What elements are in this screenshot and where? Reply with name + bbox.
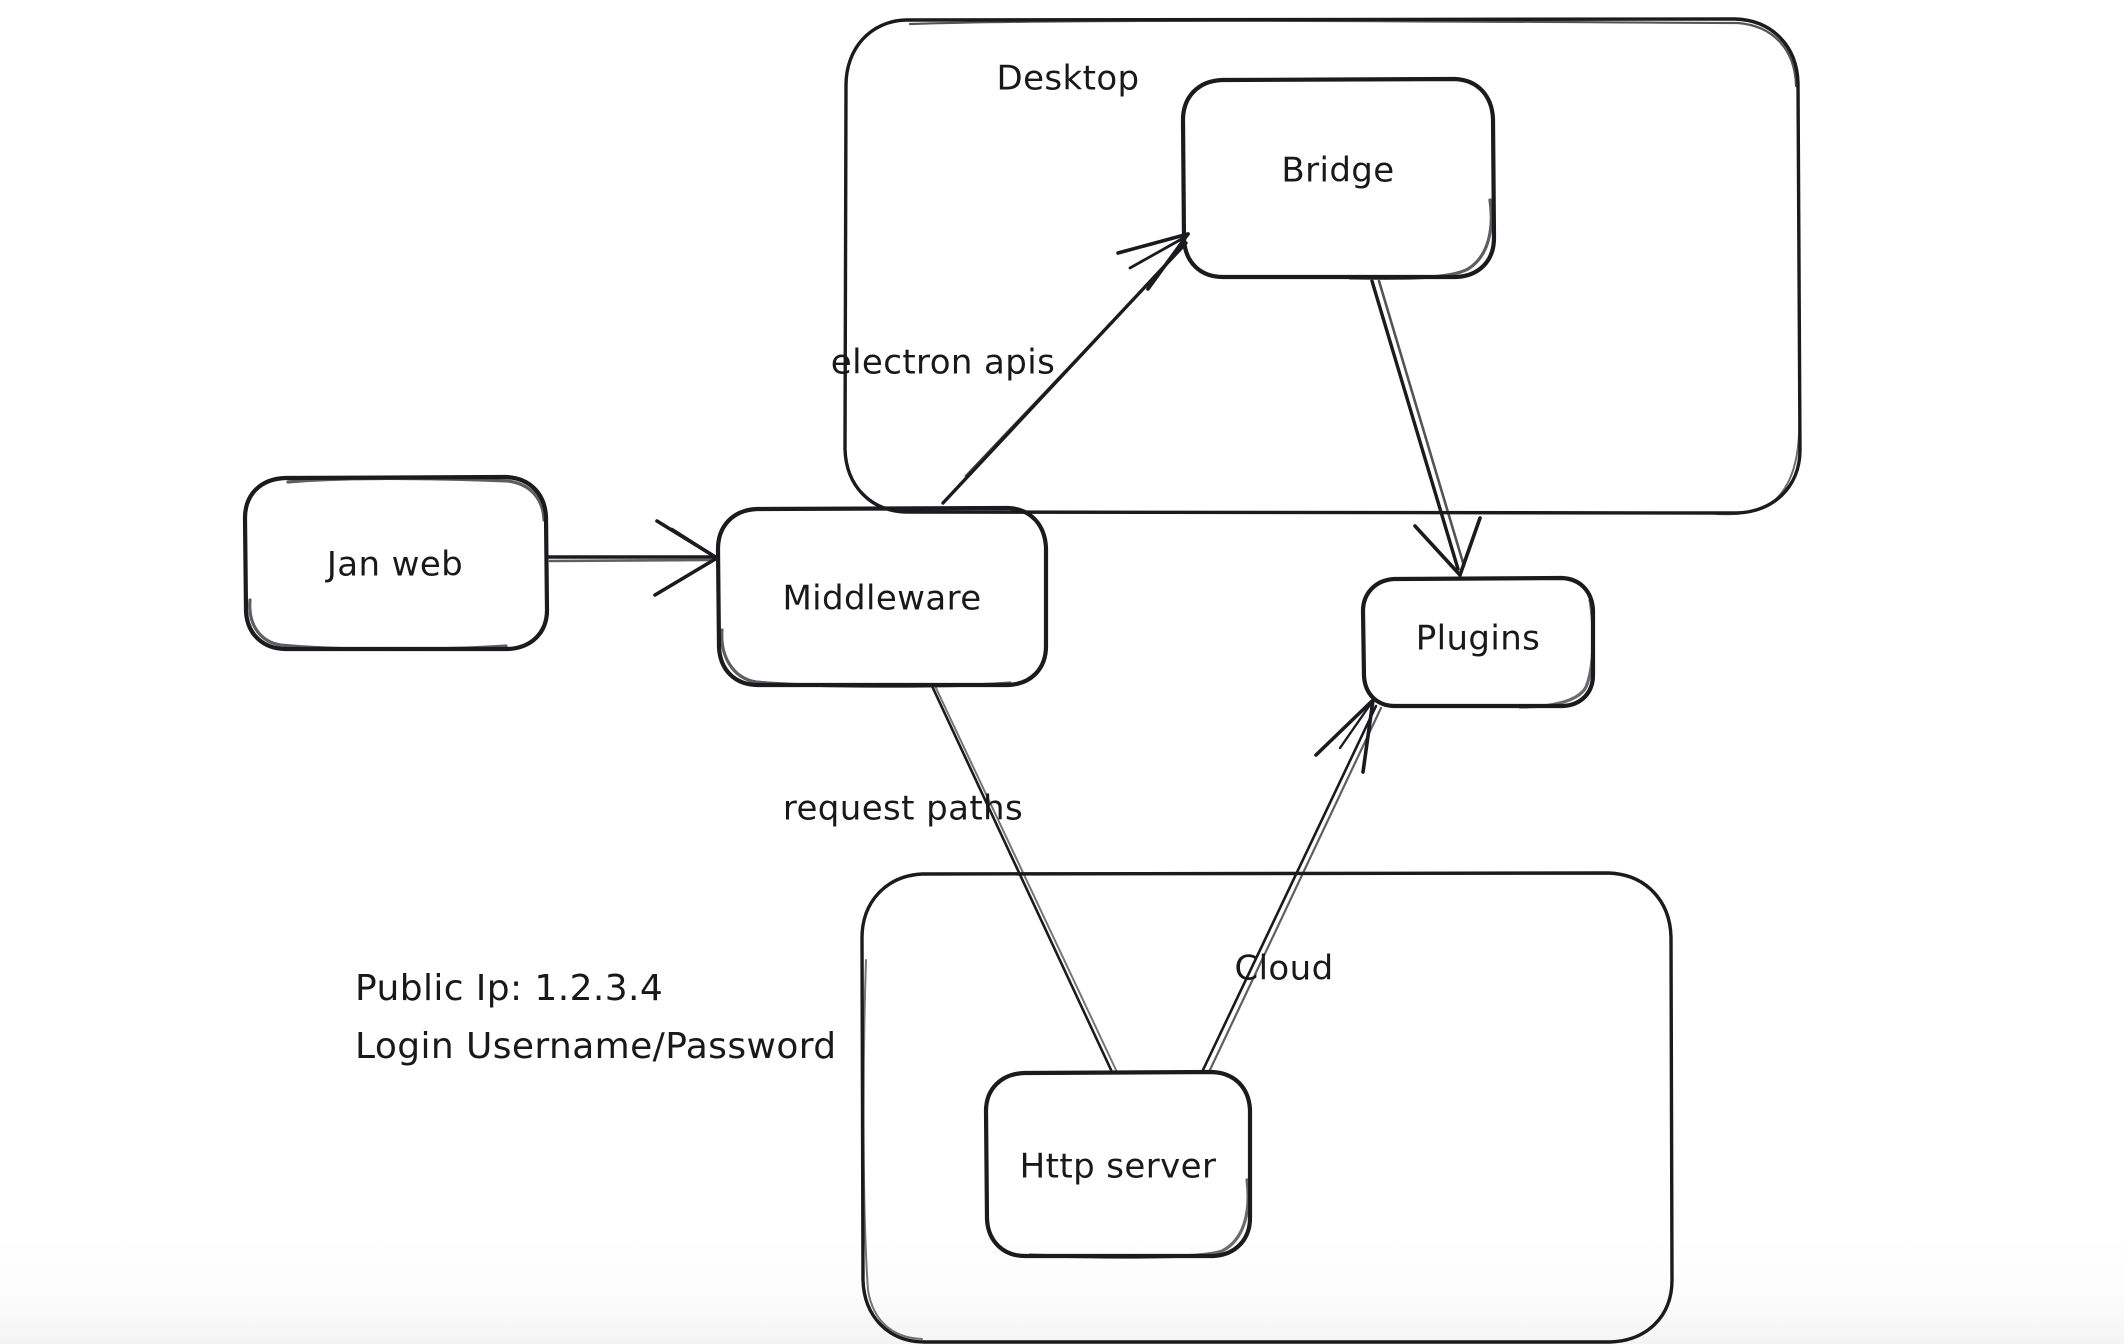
http-server-box-overstroke	[1028, 1178, 1250, 1259]
note-login-credentials: Login Username/Password	[355, 1026, 837, 1067]
arrowhead-left	[1413, 524, 1462, 577]
arrowhead-lower	[653, 556, 719, 597]
note-block[interactable]: Public Ip: 1.2.3.4 Login Username/Passwo…	[355, 968, 837, 1067]
node-label-plugins: Plugins	[1416, 619, 1541, 659]
edge-middleware-to-bridge[interactable]: electron apis	[831, 232, 1190, 505]
edge-line	[1370, 279, 1460, 571]
note-public-ip: Public Ip: 1.2.3.4	[355, 968, 663, 1009]
edge-jan-web-to-middleware[interactable]	[546, 519, 719, 597]
desktop-container-border	[843, 17, 1802, 515]
edge-http-server-to-plugins[interactable]: Cloud	[1201, 698, 1383, 1074]
node-label-middleware: Middleware	[782, 579, 981, 619]
bridge-box-overstroke	[1348, 198, 1493, 281]
group-server-zone[interactable]	[860, 871, 1674, 1344]
node-http-server[interactable]: Http server	[983, 1069, 1253, 1259]
edge-line	[1201, 704, 1378, 1072]
node-label-jan-web: Jan web	[325, 545, 463, 585]
arrowhead-upper-2	[670, 527, 718, 559]
edge-label-electron-apis: electron apis	[831, 343, 1055, 383]
plugins-box-overstroke	[1518, 598, 1595, 709]
edge-line-overstroke	[548, 558, 714, 563]
edge-line-overstroke	[1207, 706, 1383, 1074]
node-plugins[interactable]: Plugins	[1360, 575, 1596, 709]
server-zone-sketch-overstroke	[862, 959, 923, 1340]
server-zone-container-border	[860, 871, 1674, 1344]
jan-web-box	[242, 474, 550, 652]
edge-line-overstroke	[964, 244, 1186, 478]
desktop-container-sketch-overstroke	[908, 19, 1798, 88]
jan-web-box-overstroke-bottom	[248, 598, 508, 651]
plugins-box	[1360, 575, 1596, 709]
edge-line-overstroke	[1377, 279, 1466, 568]
edge-bridge-to-plugins[interactable]	[1370, 279, 1482, 577]
middleware-box	[715, 505, 1049, 688]
node-label-http-server: Http server	[1020, 1147, 1217, 1187]
node-middleware[interactable]: Middleware	[715, 505, 1049, 688]
edge-label-request-paths: request paths	[783, 789, 1023, 829]
arrowhead-mid	[1128, 234, 1189, 270]
arrowhead-lower-right	[1361, 698, 1375, 774]
arrowhead-mid	[1338, 700, 1374, 750]
arrowhead-lower	[1146, 232, 1190, 291]
node-jan-web[interactable]: Jan web	[242, 474, 550, 652]
node-label-bridge: Bridge	[1281, 151, 1394, 191]
group-label-desktop: Desktop	[996, 59, 1139, 99]
node-bridge[interactable]: Bridge	[1180, 76, 1497, 281]
group-desktop[interactable]: Desktop	[843, 17, 1802, 516]
http-server-box	[983, 1069, 1253, 1259]
jan-web-box-overstroke-top	[286, 476, 546, 522]
edge-line	[930, 684, 1114, 1074]
edge-label-cloud: Cloud	[1234, 949, 1333, 989]
middleware-box-overstroke	[720, 628, 1012, 688]
desktop-container-sketch-overstroke-2	[1715, 399, 1801, 516]
arrowhead-lower-left	[1314, 698, 1375, 757]
arrowhead-upper	[1116, 232, 1190, 255]
arrowhead-right	[1458, 516, 1482, 577]
edge-line-overstroke	[935, 687, 1117, 1071]
bridge-box	[1180, 76, 1497, 280]
edge-middleware-to-http-server[interactable]: request paths	[783, 684, 1117, 1074]
